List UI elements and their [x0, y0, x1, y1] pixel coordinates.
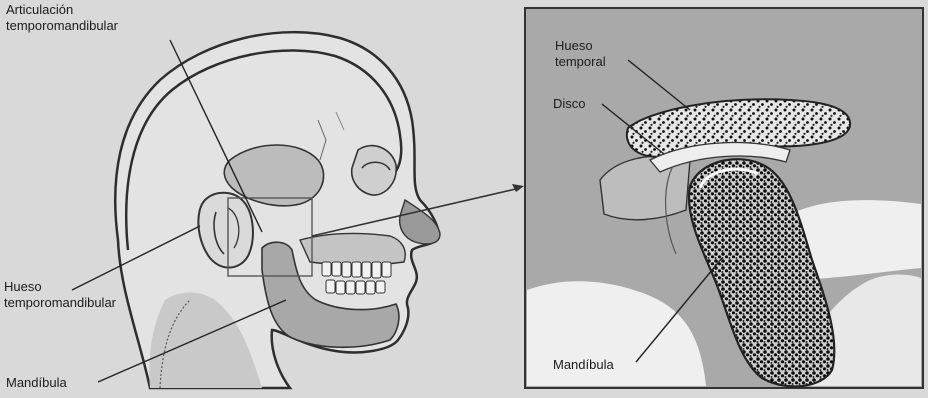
label-articulacion-line2: temporomandibular [6, 18, 118, 34]
label-hueso-tm-line2: temporomandibular [4, 295, 116, 311]
eye-socket [352, 146, 397, 195]
label-hueso-tm-line1: Hueso [4, 279, 116, 295]
label-hueso-temporal-line1: Hueso [555, 38, 606, 54]
label-mandibula-left: Mandíbula [6, 375, 67, 391]
label-articulacion-temporomandibular: Articulación temporomandibular [6, 2, 118, 34]
label-hueso-temporal: Hueso temporal [555, 38, 606, 70]
label-disco: Disco [553, 96, 586, 112]
label-hueso-temporal-line2: temporal [555, 54, 606, 70]
head-illustration [115, 32, 440, 388]
maxilla [300, 233, 405, 265]
label-mandibula-right: Mandíbula [553, 357, 614, 373]
label-hueso-temporomandibular: Hueso temporomandibular [4, 279, 116, 311]
label-articulacion-line1: Articulación [6, 2, 118, 18]
